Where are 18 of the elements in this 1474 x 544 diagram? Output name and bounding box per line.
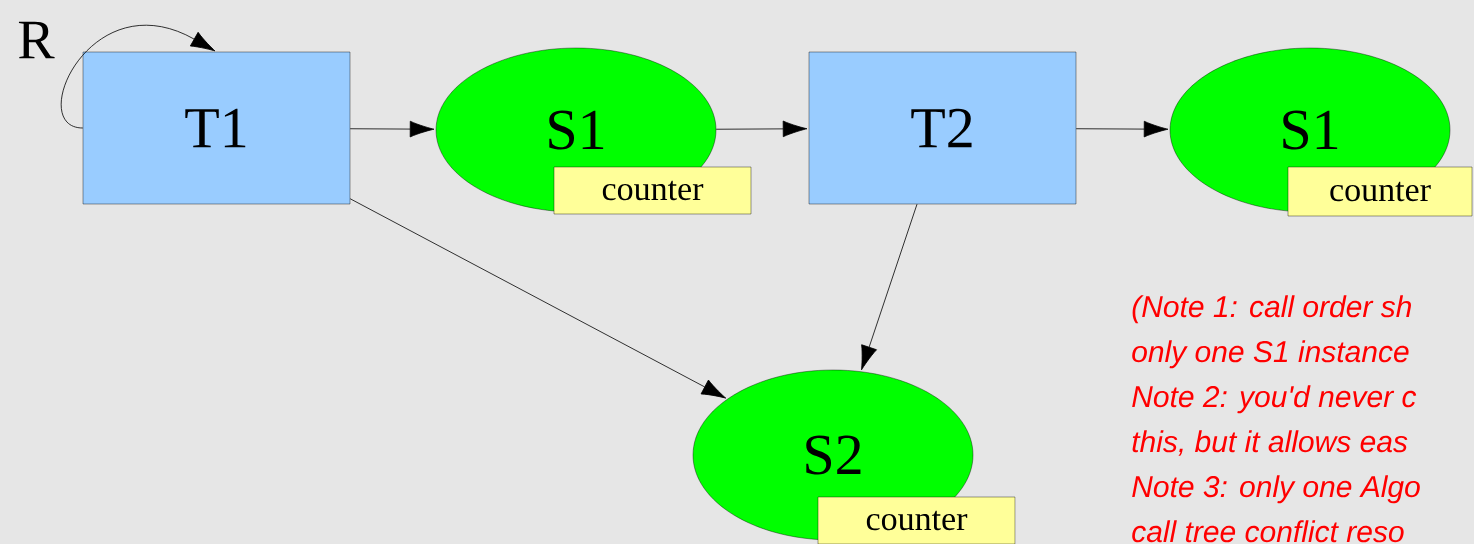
edge-label: R (18, 21, 55, 59)
note-text: only one S1 instance (1132, 340, 1409, 369)
arrow (861, 203, 918, 371)
note-text: Note 2: you'd never c (1132, 385, 1417, 414)
counter-tag: counter (817, 496, 1016, 544)
arrow (1075, 120, 1169, 138)
process-box: T2 (808, 51, 1077, 205)
note-text: call tree conflict reso (1132, 520, 1404, 543)
arrow (349, 120, 435, 138)
counter-tag: counter (553, 166, 752, 215)
arrow (715, 120, 808, 138)
note-text: this, but it allows eas (1132, 430, 1408, 456)
note-text: Note 3: only one Algo (1132, 475, 1420, 504)
process-box: T1 (82, 51, 351, 205)
counter-tag: counter (1287, 166, 1473, 217)
note-text: (Note 1: call order sh (1132, 295, 1411, 324)
arrow (60, 24, 216, 129)
arrow (349, 198, 727, 399)
